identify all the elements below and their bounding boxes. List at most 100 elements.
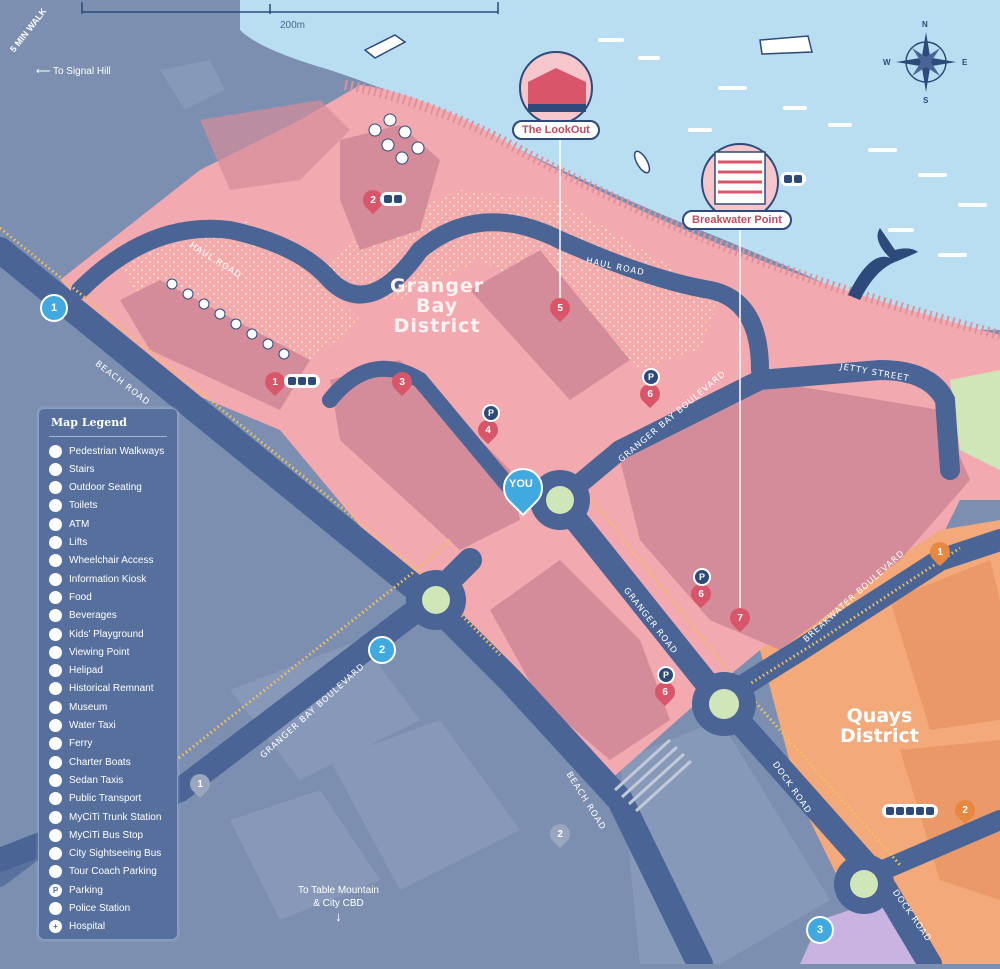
helipad-icon — [49, 664, 62, 678]
coach-icon — [49, 865, 62, 879]
legend-item-label: MyCiTi Trunk Station — [69, 811, 162, 823]
water-taxi-badge-3[interactable]: 3 — [806, 916, 834, 944]
signal-hill-label: To Signal Hill — [52, 66, 111, 77]
quays-blocks — [890, 560, 1000, 900]
food-icon — [916, 807, 924, 815]
lift-icon — [49, 536, 62, 549]
legend-item: Charter Boats — [49, 754, 131, 770]
park-area — [950, 370, 1000, 470]
legend-item: Helipad — [49, 663, 103, 679]
legend-item: P Parking — [49, 882, 103, 898]
amenity-icons — [780, 172, 806, 186]
toilets-icon — [384, 195, 392, 203]
taxi-icon — [49, 773, 62, 787]
legend-item: Stairs — [49, 461, 95, 477]
breakwater-illustration — [701, 143, 779, 221]
roundabouts — [406, 470, 894, 914]
legend-item-label: Police Station — [69, 903, 131, 914]
boat-icon — [49, 755, 62, 769]
legend-item: Information Kiosk — [49, 571, 146, 587]
legend-item-label: Ferry — [69, 738, 93, 750]
bus-stop-icon — [49, 828, 62, 842]
district-word: Granger — [390, 275, 485, 297]
arrow-left-icon: ⟵ — [36, 66, 51, 77]
legend-item-label: Outdoor Seating — [69, 482, 142, 494]
sea-waves — [598, 38, 987, 257]
water-taxi-badge-2[interactable]: 2 — [368, 636, 396, 664]
atm-icon — [49, 517, 62, 531]
legend-item: Ferry — [49, 736, 92, 752]
toilets-icon — [288, 377, 296, 385]
compass-east: E — [962, 58, 968, 67]
trunk-station-icon — [49, 810, 62, 824]
water-taxi-badge-1[interactable]: 1 — [40, 294, 68, 322]
wheelchair-icon — [49, 554, 62, 568]
walkway-edges — [0, 226, 961, 866]
lookout-callout[interactable]: The LookOut — [512, 120, 600, 140]
legend-item-label: Helipad — [69, 665, 103, 677]
legend-item-label: Information Kiosk — [69, 573, 147, 585]
legend-item-label: Beverages — [69, 610, 117, 622]
walkway-icon — [49, 444, 62, 458]
legend-title: Map Legend — [51, 416, 127, 429]
hospital-icon: + — [49, 920, 62, 934]
legend-item-label: Toilets — [69, 500, 98, 512]
legend-item-label: Stairs — [69, 463, 95, 475]
legend-item-label: Charter Boats — [69, 756, 131, 768]
sightseeing-bus-icon — [49, 847, 62, 861]
compass-rose — [896, 32, 956, 92]
legend-item: Sedan Taxis — [49, 772, 123, 788]
scale-label: 200m — [280, 20, 306, 31]
shoreline — [344, 80, 1000, 340]
lift-icon — [906, 807, 914, 815]
legend-item-label: Kids' Playground — [69, 628, 144, 640]
quays-district-label: Quays District — [840, 706, 919, 746]
table-mountain-direction: To Table Mountain & City CBD ↓ — [298, 884, 379, 923]
legend-item-label: Parking — [69, 884, 103, 896]
stairs-icon — [49, 462, 62, 476]
police-icon — [49, 902, 62, 915]
compass-north: N — [922, 20, 928, 29]
toilets-icon — [49, 499, 62, 513]
legend-item-label: Viewing Point — [69, 646, 130, 658]
legend-item-label: Hospital — [69, 921, 106, 933]
cup-icon — [308, 377, 316, 385]
legend-item: Tour Coach Parking — [49, 864, 157, 880]
legend-item: ATM — [49, 516, 89, 532]
legend-item: Public Transport — [49, 791, 141, 807]
legend-item-label: Water Taxi — [69, 720, 116, 731]
boats — [363, 34, 813, 174]
legend-item-label: ATM — [69, 518, 90, 530]
viewing-icon — [49, 645, 62, 659]
legend-item: + Hospital — [49, 919, 105, 935]
cup-icon — [926, 807, 934, 815]
signal-hill-direction: ⟵ To Signal Hill — [36, 66, 111, 77]
parking-icon: P — [49, 883, 62, 897]
parking-icon: P — [642, 368, 660, 386]
callout-lines — [559, 140, 741, 612]
legend-item: Police Station — [49, 901, 130, 917]
legend-item-label: Wheelchair Access — [69, 555, 154, 567]
info-icon — [49, 572, 62, 586]
district-word: District — [393, 315, 481, 337]
arrow-down-icon: ↓ — [334, 908, 342, 924]
district-word: District — [840, 725, 919, 747]
legend-item: Food — [49, 589, 92, 605]
compass-west: W — [883, 58, 891, 67]
lookout-illustration — [519, 51, 593, 125]
legend-item-label: Food — [69, 591, 92, 603]
umbrellas — [166, 113, 425, 360]
legend-item-label: Sedan Taxis — [69, 774, 124, 786]
legend-item: Museum — [49, 699, 107, 715]
legend-item-label: Tour Coach Parking — [69, 866, 157, 878]
legend-item: MyCiTi Trunk Station — [49, 809, 161, 825]
breakwater-point-callout[interactable]: Breakwater Point — [682, 210, 792, 230]
legend-item: Viewing Point — [49, 644, 129, 660]
sea — [240, 0, 1000, 330]
legend-item: Wheelchair Access — [49, 553, 153, 569]
amenity-icons — [882, 804, 938, 818]
legend-item: Lifts — [49, 535, 87, 551]
food-icon — [298, 377, 306, 385]
legend-item-label: Historical Remnant — [69, 683, 154, 695]
